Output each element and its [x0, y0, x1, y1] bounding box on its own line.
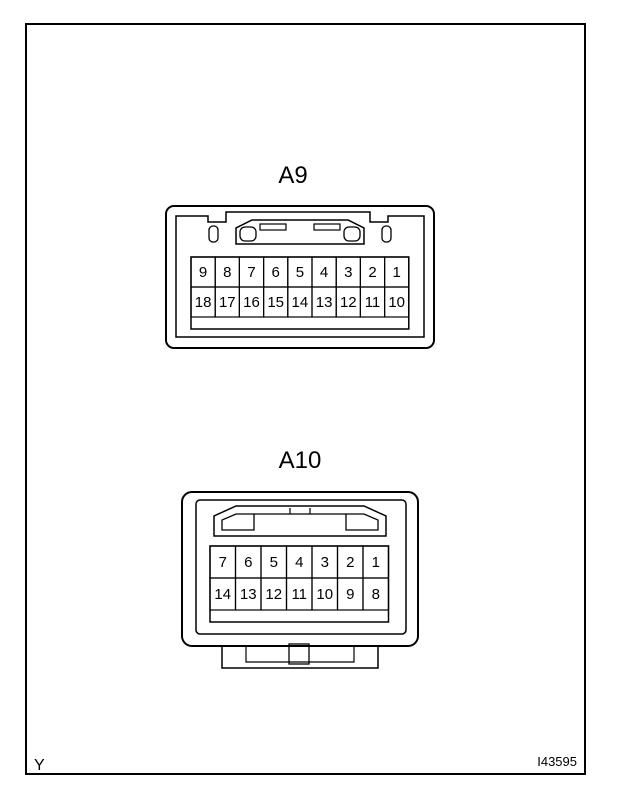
connector-a9-pin-number: 8 [223, 264, 231, 281]
connector-a9-pin-number: 18 [195, 294, 212, 311]
connector-a10-pin-number: 10 [316, 586, 333, 603]
connector-a9-pin-number: 13 [316, 294, 333, 311]
connector-a10-pin-number: 2 [346, 554, 354, 571]
connector-a10-pin-number: 13 [240, 586, 257, 603]
connector-a9-pin-number: 14 [292, 294, 309, 311]
connector-a9-pin-number: 9 [199, 264, 207, 281]
connector-a9-key-left [208, 225, 219, 243]
connector-a10-bottom-tab [221, 646, 379, 669]
connector-a9-latch-bar-right [313, 223, 341, 231]
connector-a9-pin-number: 7 [247, 264, 255, 281]
connector-a10-pin-number: 11 [291, 586, 307, 603]
connector-a10-pin-number: 8 [372, 586, 380, 603]
connector-a9-pin-number: 15 [267, 294, 284, 311]
connector-a10-pin-number: 3 [321, 554, 329, 571]
connector-a10-pin-number: 5 [270, 554, 278, 571]
connector-a10-lock-tab [288, 643, 310, 665]
connector-a10-latch-right-slot [345, 513, 379, 531]
connector-a10-bottom-tab-inner [245, 646, 355, 663]
connector-a9-housing-inner [175, 211, 425, 338]
connector-a10-pin-number: 6 [244, 554, 252, 571]
connector-a9-pin-number: 1 [393, 264, 401, 281]
connector-a9-pin-number: 10 [388, 294, 405, 311]
connector-a9-pin-number: 12 [340, 294, 357, 311]
figure-id: I43595 [537, 754, 577, 769]
connector-a9-pin-cell [384, 286, 410, 318]
connector-a10-pin-number: 9 [346, 586, 354, 603]
connector-a10-pin-number: 7 [219, 554, 227, 571]
connector-a9-latch-right-slot [343, 226, 361, 242]
diagram-frame [25, 23, 586, 775]
connector-a9-pin-number: 11 [365, 294, 381, 311]
connector-a9-latch [235, 219, 365, 245]
connector-a9-key-right [381, 225, 392, 243]
corner-label: Y [34, 757, 45, 774]
connector-a9-pin-number: 4 [320, 264, 328, 281]
connector-a10-pin-number: 12 [265, 586, 282, 603]
connector-a10-latch [213, 505, 387, 537]
connector-a10-pin-number: 14 [214, 586, 231, 603]
connector-a9-housing-outer [165, 205, 435, 349]
connector-a10-latch-left-slot [221, 513, 255, 531]
connector-a9-pin-number: 17 [219, 294, 236, 311]
connector-a9-latch-left-slot [239, 226, 257, 242]
connector-a10-pin-number: 4 [295, 554, 303, 571]
connector-a10-housing-inner [195, 499, 407, 635]
connector-a9-pin-number: 3 [344, 264, 352, 281]
connector-a9-pin-number: 2 [368, 264, 376, 281]
connector-a9-pin-number: 16 [243, 294, 260, 311]
connector-a10-pin-cell [362, 577, 390, 611]
connector-a9-pin-number: 5 [296, 264, 304, 281]
connector-a10-pin-number: 1 [372, 554, 380, 571]
connector-a10-label: A10 [279, 447, 322, 474]
connector-a9-pin-number: 6 [272, 264, 280, 281]
connector-a9-latch-bar-left [259, 223, 287, 231]
connector-a9-label: A9 [278, 162, 307, 189]
